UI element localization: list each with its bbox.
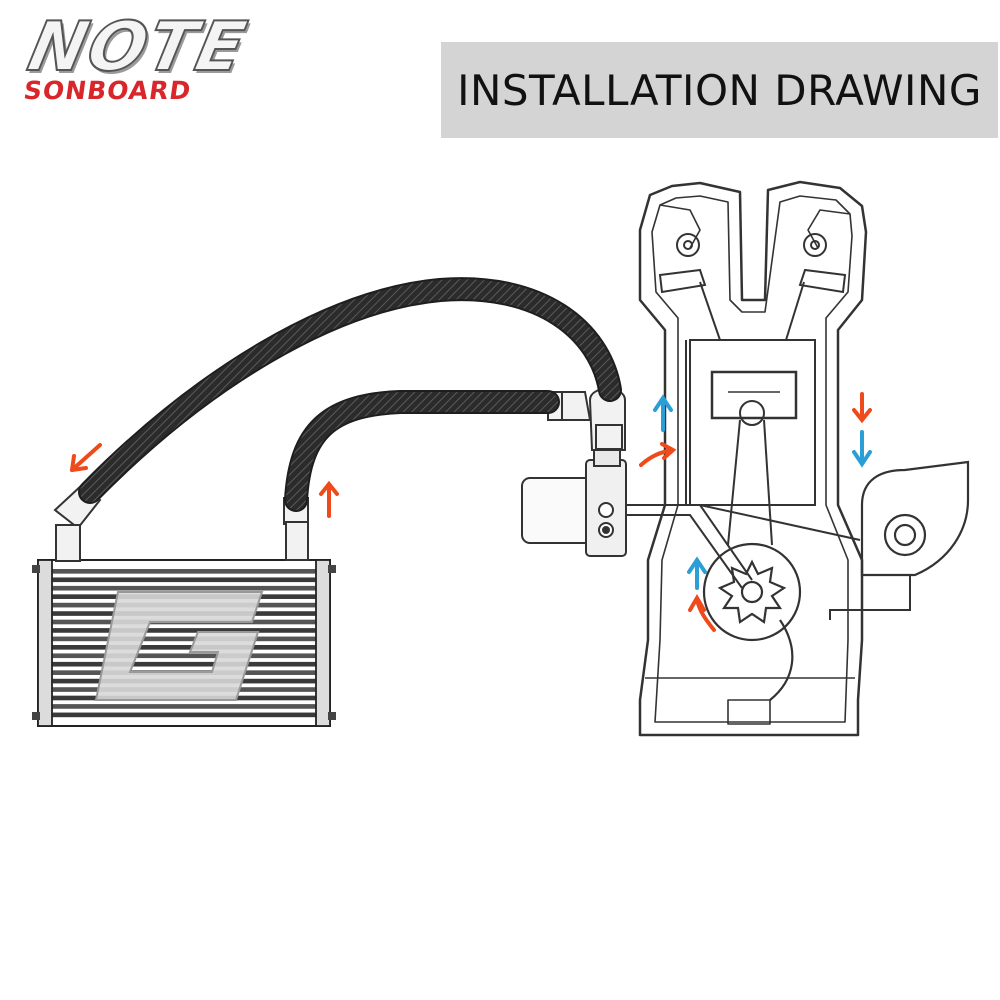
cooler-fin — [52, 712, 316, 718]
cooler-fin — [52, 653, 316, 659]
engine-block — [638, 180, 868, 737]
oil-cooler — [32, 559, 336, 727]
cooler-fin — [52, 704, 316, 709]
cooler-fin — [52, 636, 316, 642]
cooler-fin — [52, 577, 316, 583]
flow-arrows-hot — [70, 392, 872, 632]
cooler-fin — [52, 645, 316, 650]
cooler-fin — [52, 585, 316, 591]
camshafts — [658, 233, 847, 341]
cooler-emblem-g — [94, 591, 264, 701]
title-banner: INSTALLATION DRAWING — [441, 42, 998, 138]
piston-cylinder — [689, 339, 816, 546]
page-title: INSTALLATION DRAWING — [457, 65, 982, 115]
braided-hoses — [78, 277, 622, 512]
turbo — [860, 460, 970, 577]
cooler-fin — [52, 661, 316, 667]
exhaust-camshaft — [803, 233, 827, 257]
oil-filter-sandwich-adapter — [521, 447, 627, 557]
intake-camshaft — [676, 233, 700, 257]
wrist-pin — [739, 400, 765, 426]
crank-gear — [702, 542, 802, 701]
flow-arrows-cool — [653, 394, 872, 590]
cooler-fin — [52, 569, 316, 574]
oil-lines — [625, 340, 911, 620]
cooler-fin — [52, 628, 316, 633]
